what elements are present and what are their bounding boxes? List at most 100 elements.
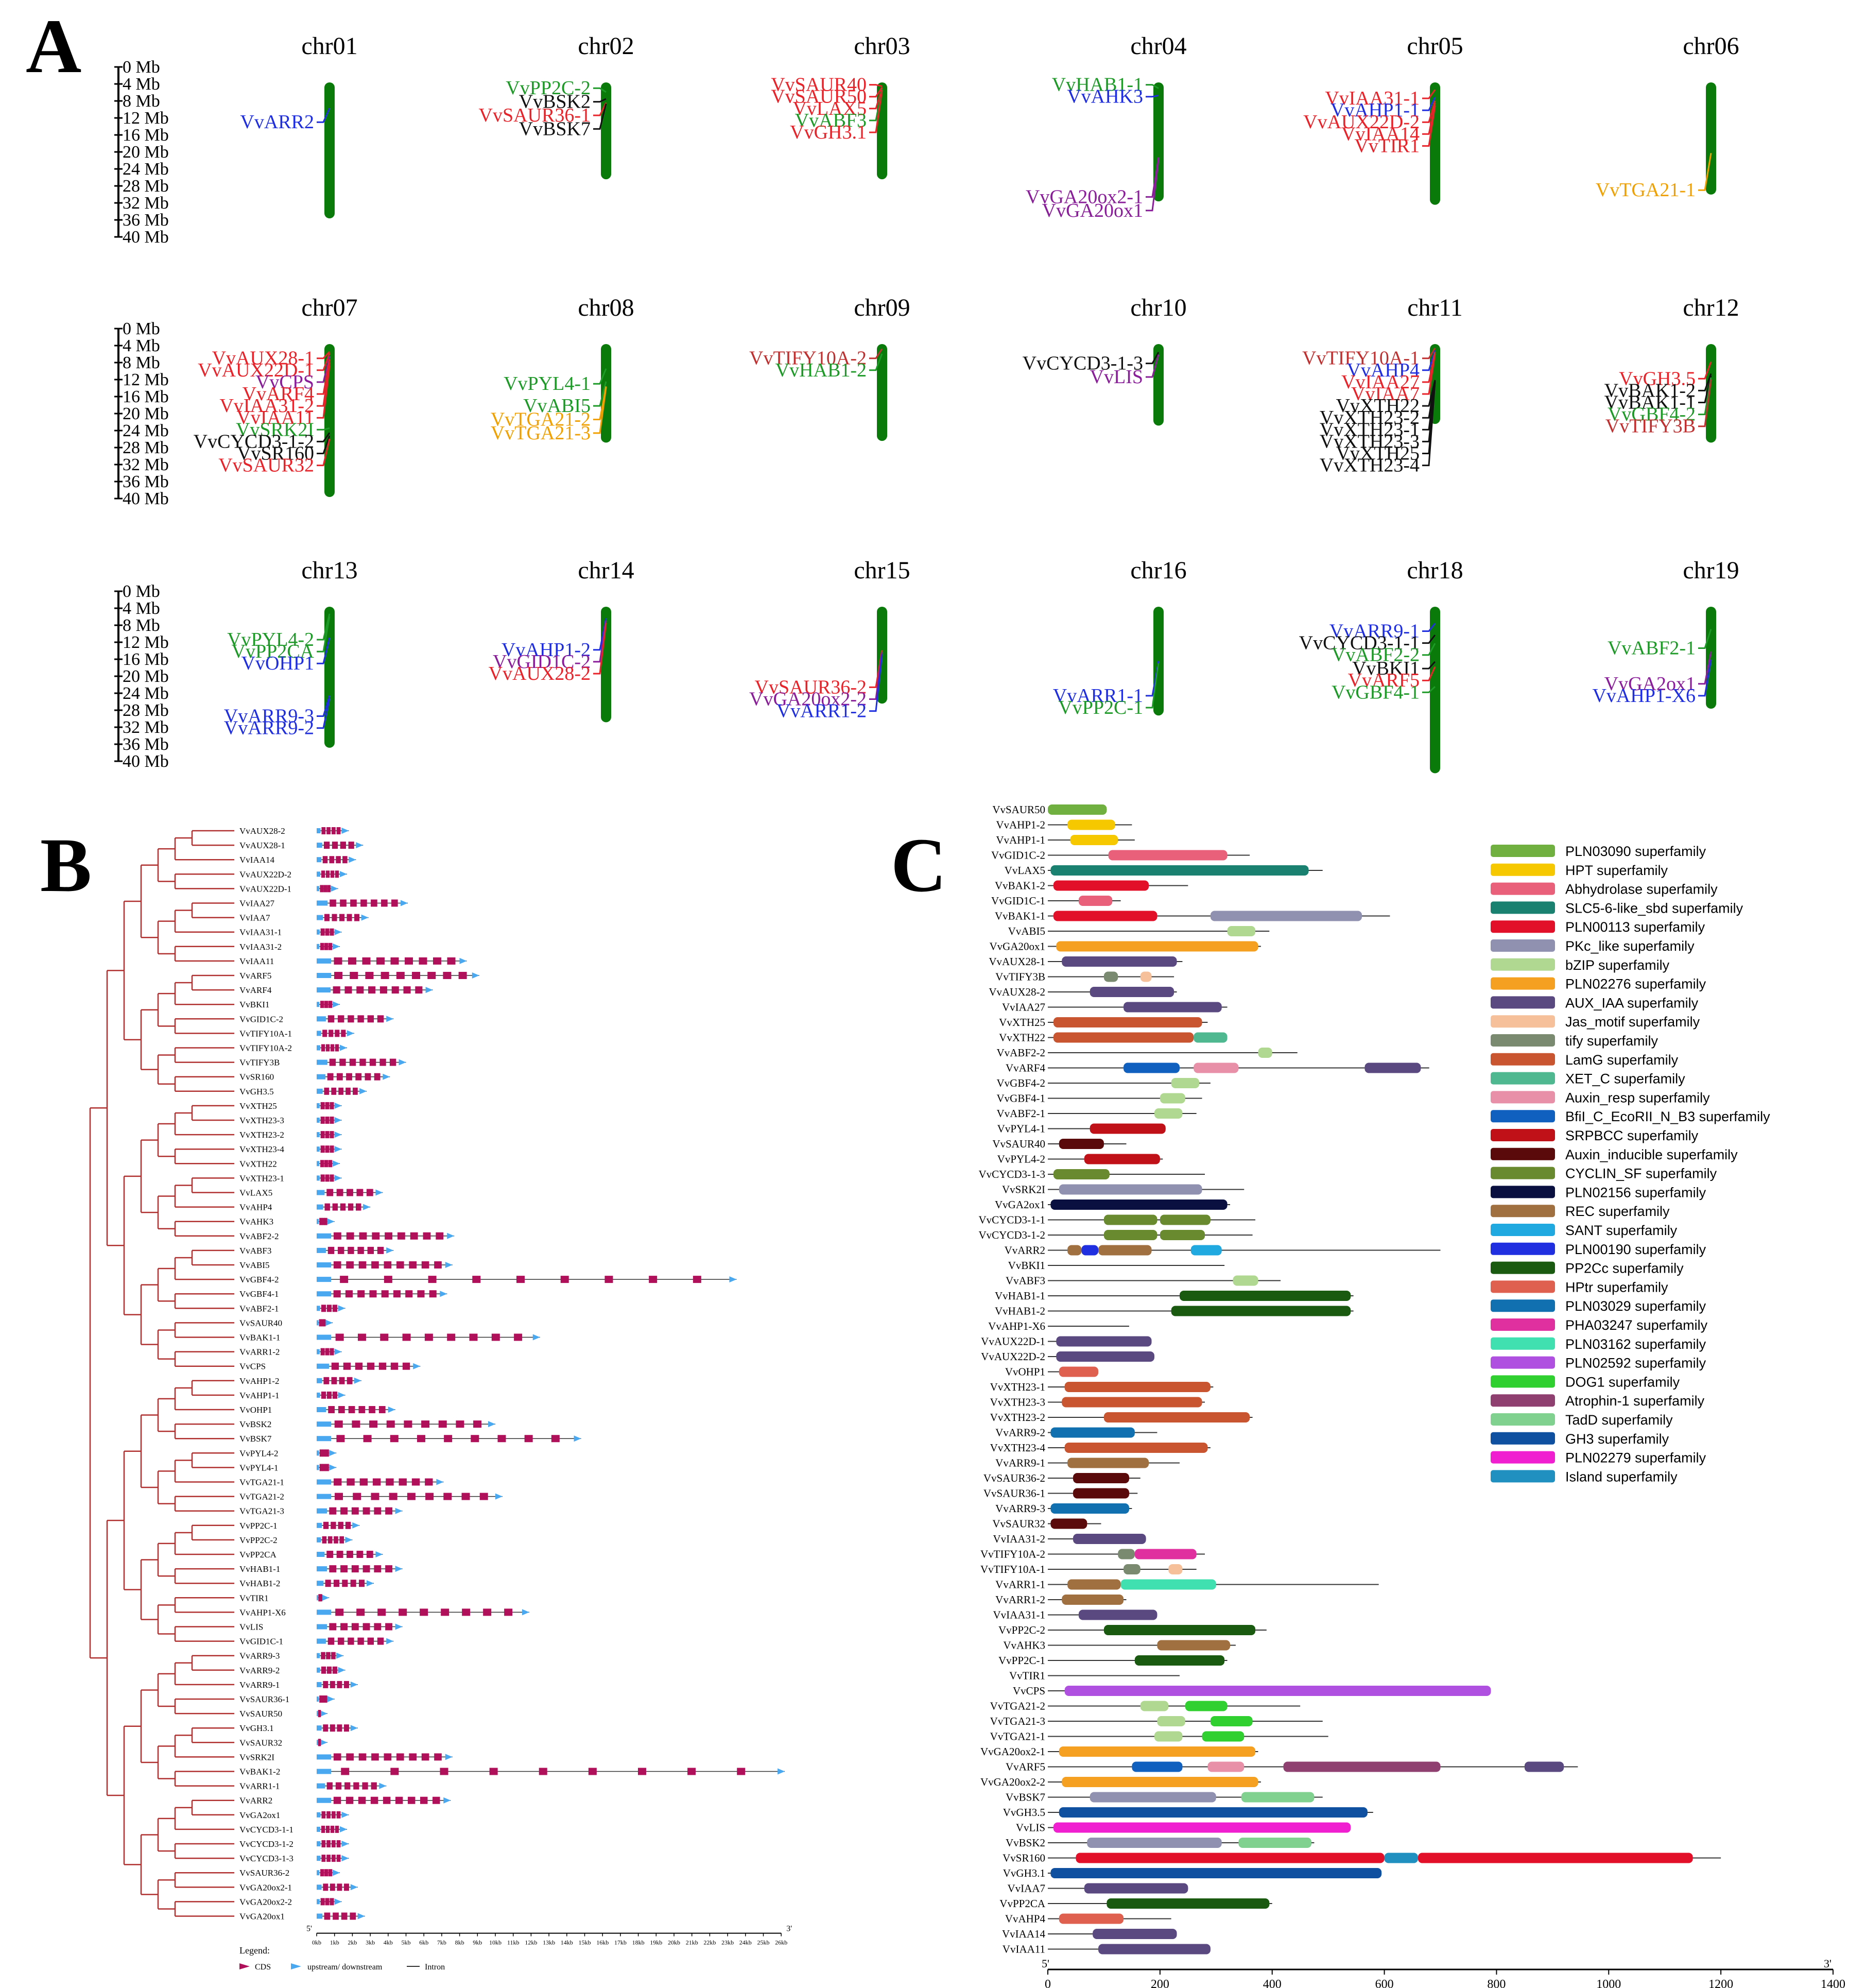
protein-row: VvGA2ox1 [995,1198,1231,1211]
gene-marker: VvCYCD3-1-2 [194,431,331,452]
gene-marker: VvSR160 [237,435,331,465]
chromosome-title: chr02 [578,32,634,60]
cds-exon [330,1898,334,1906]
utr-3-segment [440,1291,447,1297]
utr-3-segment [341,828,349,834]
legend-label: BfiI_C_EcoRII_N_B3 superfamily [1565,1109,1770,1124]
gene-name: VvBAK1-2 [239,1767,280,1777]
gene-label: VvAUX28-2 [489,663,591,684]
domain-block [1210,1716,1253,1726]
utr-5-segment [317,1320,319,1326]
gene-structure-row: VvXTH22 [239,1159,340,1169]
domain-block [1098,1245,1152,1256]
cds-exon [737,1768,746,1775]
cds-exon [320,1145,325,1153]
legend-item: PLN00113 superfamily [1491,919,1705,935]
gene-marker: VvSAUR50 [771,86,883,108]
scale-tick-label: 12 Mb [123,109,169,128]
utr-3-segment [488,1421,495,1428]
cds-exon [425,1478,433,1486]
cds-exon [324,1218,327,1225]
protein-row: VvBAK1-2 [995,880,1188,892]
cds-exon [362,1782,368,1790]
gene-label: VvOHP1 [241,653,314,674]
protein-row: VvOHP1 [1005,1366,1099,1378]
protein-row: VvCPS [1013,1685,1491,1697]
cds-exon [350,1912,356,1920]
gene-marker: VvSAUR36-1 [479,102,607,126]
domain-block [1190,1245,1222,1256]
cds-exon [560,1276,569,1283]
utr-3-segment [352,1522,360,1529]
chromosome-title: chr18 [1407,557,1463,584]
gene-label: VvIAA11 [236,407,314,429]
axis-tick-label: 3kb [366,1939,375,1946]
cds-exon [440,1768,448,1775]
legend-label: PP2Cc superfamily [1565,1261,1684,1276]
legend-item: PLN02279 superfamily [1491,1450,1706,1466]
protein-row: VvXTH25 [999,1016,1208,1029]
cds-exon [461,1493,470,1500]
cds-exon [330,1102,334,1109]
cds-exon [687,1768,696,1775]
gene-structure-row: VvPP2C-1 [239,1521,360,1531]
legend-label: Auxin_inducible superfamily [1565,1147,1738,1162]
utr-3-segment [334,929,342,935]
utr-3-segment [331,885,338,892]
domain-block [1070,835,1118,845]
cds-exon [374,1623,382,1631]
cds-exon [354,914,360,921]
legend-item: AUX_IAA superfamily [1491,995,1699,1010]
legend-label: tify superfamily [1565,1033,1658,1049]
chromosome-title: chr03 [854,32,910,60]
gene-label: VvIAA14 [1341,123,1420,145]
cds-exon [371,1493,379,1500]
utr-5-segment [317,1450,319,1456]
cds-exon [347,1377,353,1384]
legend-label: Abhydrolase superfamily [1565,882,1718,897]
protein-name: VvGBF4-2 [996,1077,1045,1089]
utr-3-segment [350,1681,358,1688]
utr-3-segment [333,943,340,950]
cds-exon [372,1478,381,1486]
cds-exon [423,1232,431,1240]
scale-tick-label: 40 Mb [123,489,169,508]
cds-exon [434,1261,442,1269]
cds-exon [350,1580,356,1587]
gene-structure-row: VvXTH23-3 [239,1116,342,1125]
domain-block [1056,1336,1152,1347]
legend-item: CYCLIN_SF superfamily [1491,1166,1717,1181]
gene-structure-row: VvAHP4 [239,1203,371,1212]
axis-tick-label: 400 [1263,1978,1282,1988]
protein-name: VvLIS [1016,1822,1045,1834]
utr-3-segment [347,1030,354,1037]
cds-exon [441,1608,450,1616]
gene-name: VvLAX5 [239,1188,272,1198]
cds-exon [350,899,357,907]
cds-exon [324,1869,329,1877]
gene-structure-row: VvGBF4-2 [239,1275,737,1284]
cds-exon [384,1276,392,1283]
utr-5-segment [317,828,321,833]
utr-5-segment [317,1146,320,1152]
gene-label: VvCYCD3-1-1 [1299,632,1420,654]
gene-label: VvGBF4-2 [1608,404,1696,425]
cds-exon [327,1015,335,1023]
scale-tick-label: 28 Mb [123,177,169,196]
gene-marker: VvARR9-2 [224,698,331,739]
cds-exon [351,1565,359,1573]
domain-block [1090,987,1174,997]
utr-5-segment [317,1841,321,1846]
protein-row: VvABI5 [1008,925,1270,937]
domain-block [1103,1625,1256,1635]
gene-structure-row: VvGA20ox2-1 [239,1882,358,1892]
legend-swatch [1491,1110,1555,1123]
gene-name: VvXTH23-4 [239,1144,284,1154]
cds-exon [374,1565,382,1573]
cds-exon [434,1753,442,1761]
gene-name: VvGA20ox1 [239,1912,285,1922]
protein-row: VvSR160 [1003,1852,1721,1864]
gene-structure-row: VvARR1-1 [239,1781,387,1791]
legend-label: PLN00113 superfamily [1565,919,1705,935]
